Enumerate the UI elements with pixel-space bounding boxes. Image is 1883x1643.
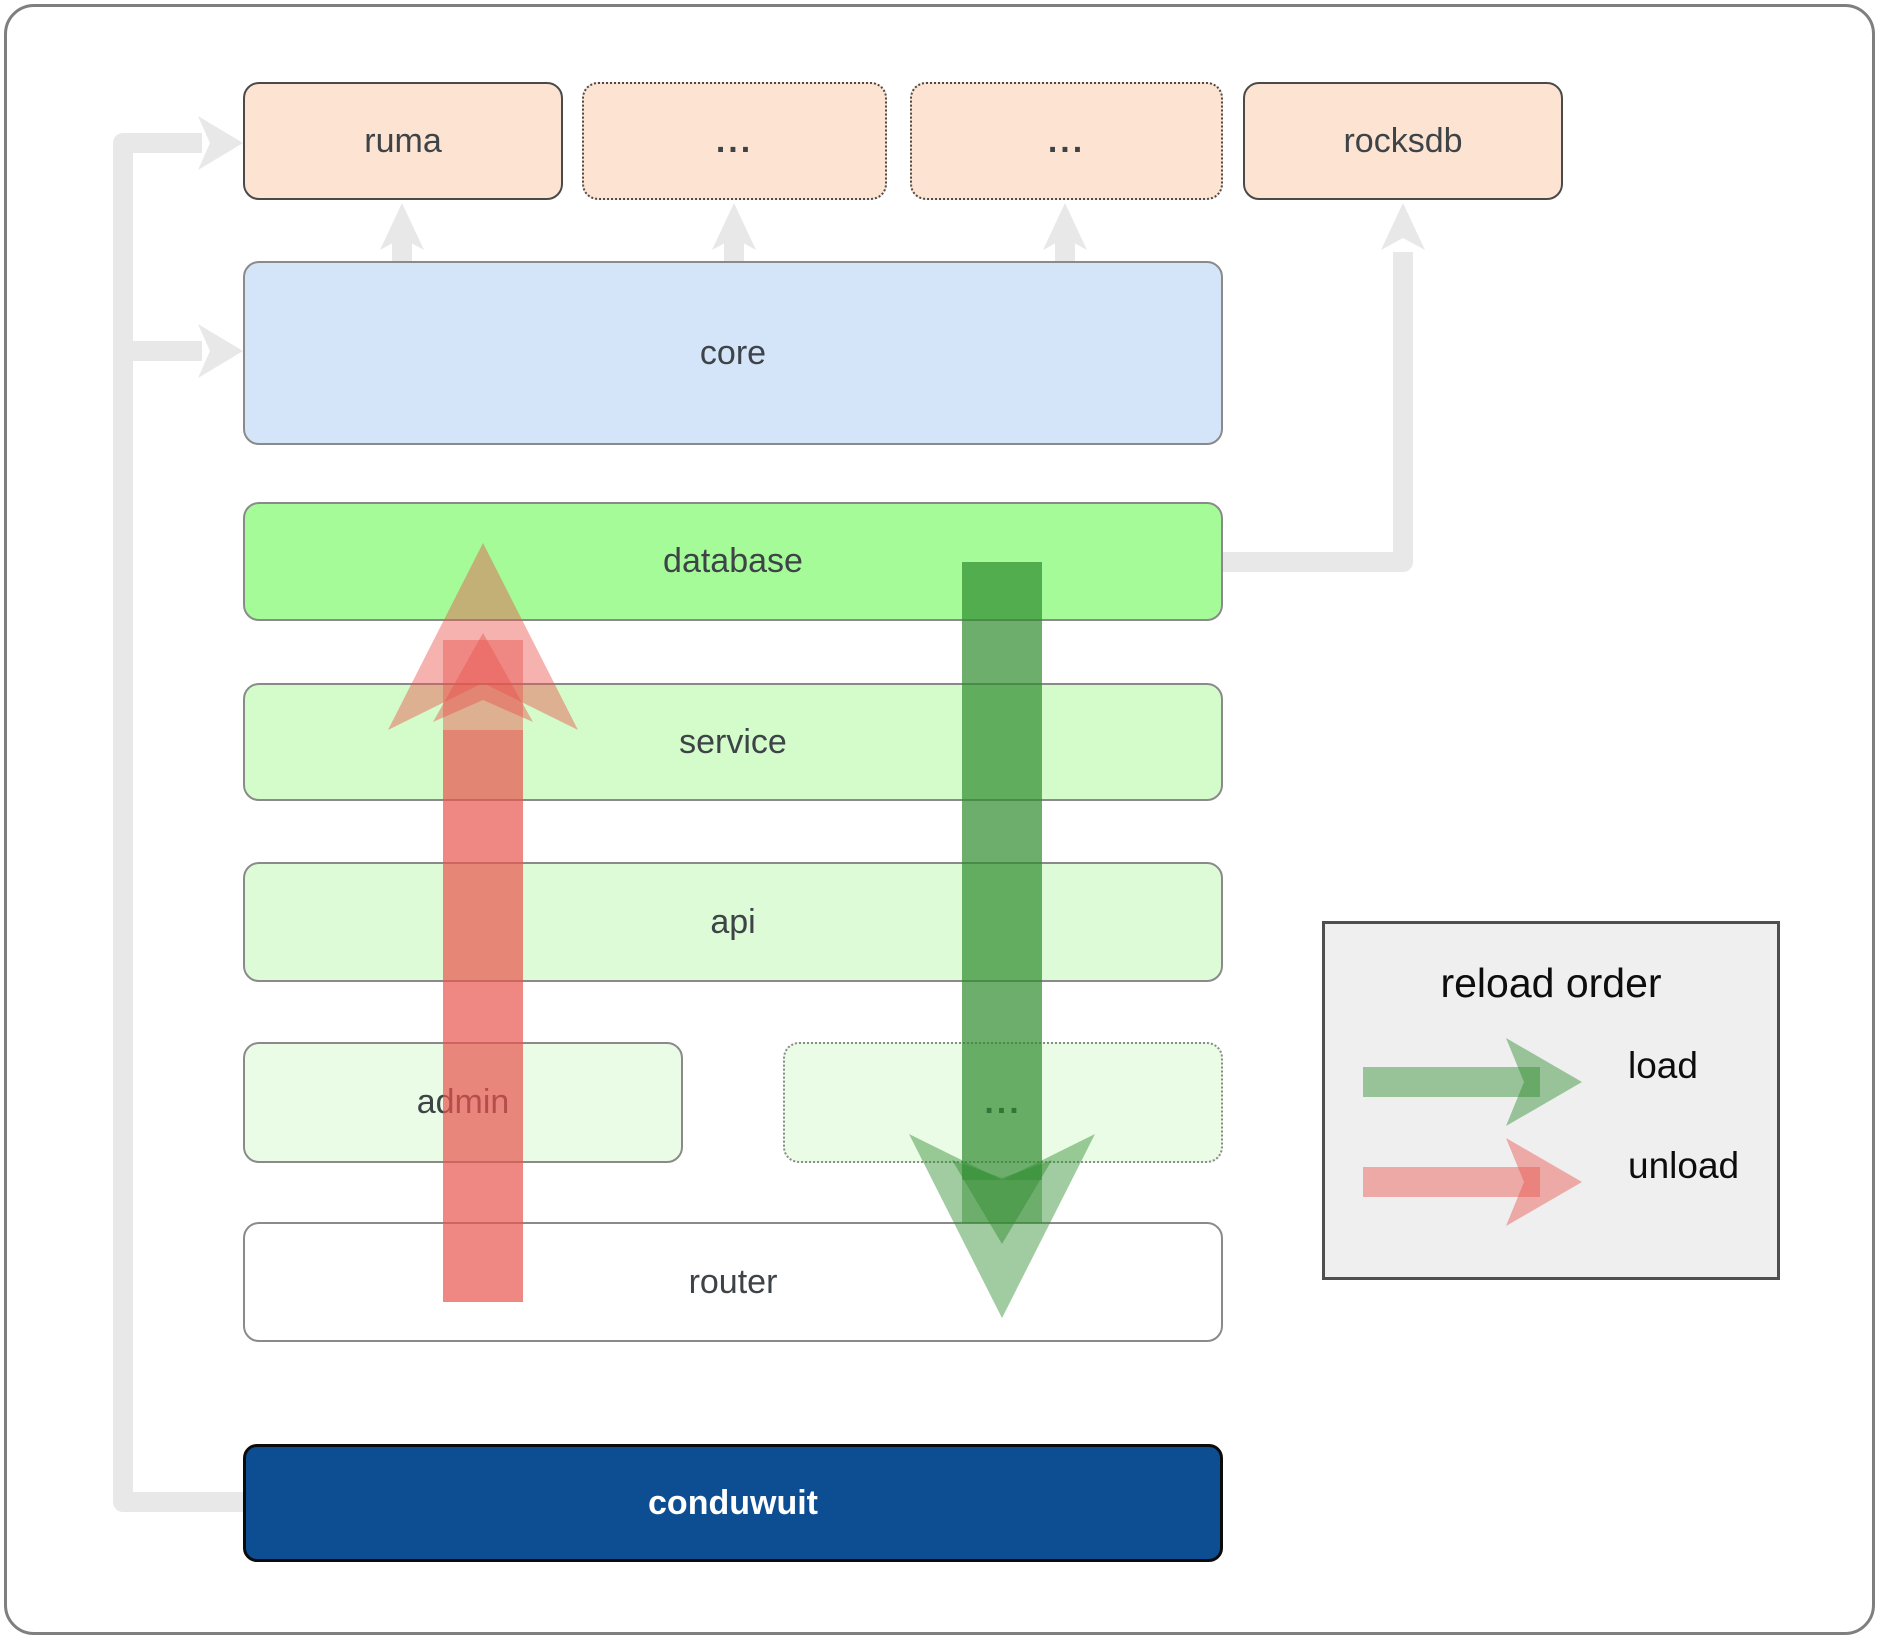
- node-admin-label: admin: [416, 1083, 510, 1121]
- node-conduwuit-label: conduwuit: [648, 1483, 818, 1522]
- node-service: service: [243, 683, 1223, 801]
- node-dependency-2: ...: [910, 82, 1223, 200]
- node-service-label: service: [679, 722, 787, 761]
- node-rocksdb: rocksdb: [1243, 82, 1563, 200]
- legend-unload-label: unload: [1628, 1145, 1740, 1186]
- node-dependency-1: ...: [582, 82, 887, 200]
- node-core-label: core: [699, 333, 767, 372]
- node-database-label: database: [663, 542, 803, 580]
- node-rocksdb-label: rocksdb: [1343, 121, 1463, 160]
- node-dependency-2-label: ...: [1047, 121, 1086, 160]
- legend-load-label: load: [1628, 1045, 1698, 1086]
- node-service-ext-label: ...: [984, 1083, 1022, 1121]
- node-service-ext: ...: [783, 1042, 1223, 1163]
- node-api-label: api: [710, 902, 756, 941]
- node-conduwuit: conduwuit: [243, 1444, 1223, 1562]
- legend-title: reload order: [1440, 960, 1662, 1006]
- node-ruma-label: ruma: [364, 121, 442, 160]
- node-router: router: [243, 1222, 1223, 1342]
- node-database: database: [243, 502, 1223, 621]
- node-admin: admin: [243, 1042, 683, 1163]
- diagram-outer-frame: [4, 4, 1875, 1635]
- legend-reload-order: reload order load unload: [1322, 921, 1780, 1280]
- node-ruma: ruma: [243, 82, 563, 200]
- node-core: core: [243, 261, 1223, 445]
- node-router-label: router: [688, 1262, 778, 1301]
- node-dependency-1-label: ...: [715, 121, 754, 160]
- node-api: api: [243, 862, 1223, 982]
